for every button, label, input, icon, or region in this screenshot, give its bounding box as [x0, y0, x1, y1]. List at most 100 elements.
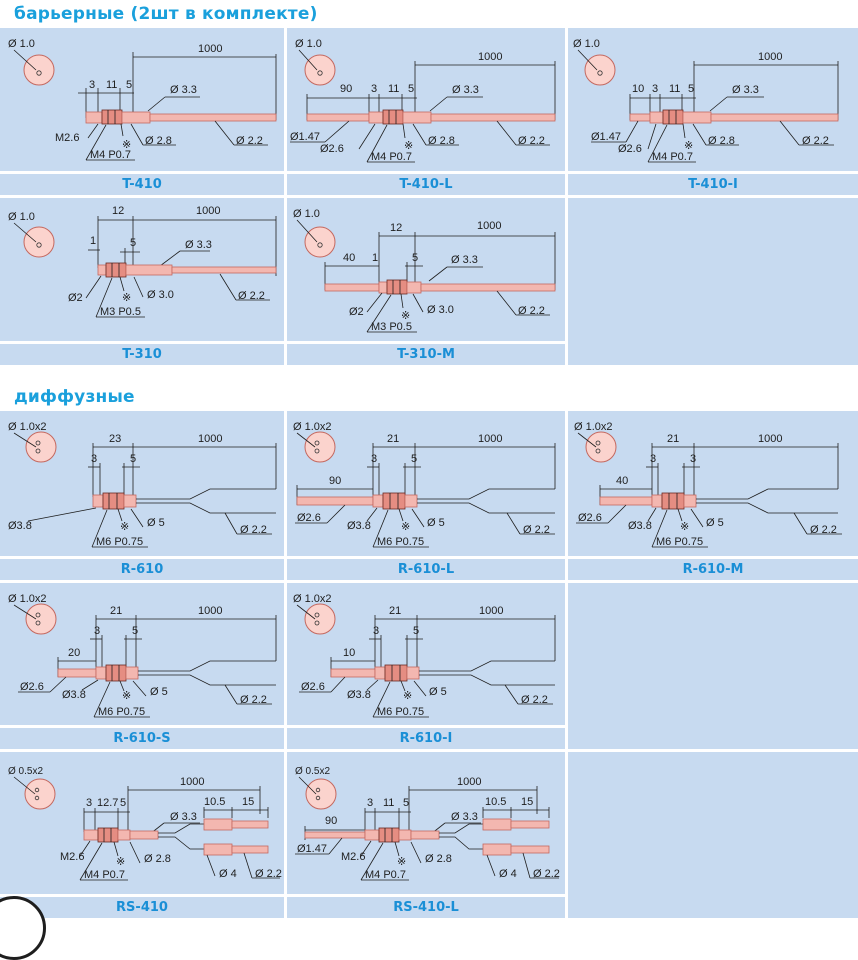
note-mark: ※: [680, 521, 689, 533]
dim-5-outer: Ø 5: [427, 517, 445, 529]
dim-3: 3: [371, 453, 377, 465]
fiber-end-circle: [24, 778, 56, 810]
dim-2: Ø2: [349, 306, 364, 318]
fiber-end-circle: [305, 778, 337, 810]
dim-21: 21: [387, 433, 399, 445]
dim-3b: 3: [690, 453, 696, 465]
dim-5: 5: [120, 797, 126, 809]
dim-5: 5: [132, 625, 138, 637]
dim-3-3: Ø 3.3: [185, 239, 212, 251]
note-mark: ※: [403, 690, 412, 702]
dim-5: 5: [411, 453, 417, 465]
diagram-r-610: Ø 1.0x2 23 1000 3 5 Ø3.8 M6 P0.75 ※ Ø 5 …: [0, 411, 284, 556]
caption-r-610-s: R-610-S: [0, 728, 284, 749]
fiber-end-circle: [584, 54, 616, 86]
dim-3: 3: [94, 625, 100, 637]
diagram-r-610-i: Ø 1.0x2 21 1000 3 5 10 Ø2.6 Ø3.8 M6 P0.7…: [287, 583, 565, 725]
dim-m4: M4 P0.7: [371, 151, 412, 163]
dim-fiber-core: Ø 0.5x2: [8, 766, 43, 777]
dim-1: 1: [90, 235, 96, 247]
dim-20: 20: [68, 647, 80, 659]
dim-2-8: Ø 2.8: [425, 853, 452, 865]
note-mark: ※: [122, 292, 131, 304]
dim-21: 21: [389, 605, 401, 617]
dim-3-8: Ø3.8: [8, 520, 32, 532]
caption-t-310-m: T-310-M: [287, 344, 565, 365]
dim-2-2: Ø 2.2: [802, 135, 829, 147]
dim-5: 5: [126, 79, 132, 91]
diagram-t-310: Ø 1.0 12 1000 1 5 Ø 3.3 Ø2 M3 P0.5 ※ Ø 3…: [0, 198, 284, 341]
dim-11: 11: [106, 79, 117, 91]
caption-r-610: R-610: [0, 559, 284, 580]
dim-3-8: Ø3.8: [347, 520, 371, 532]
dim-40: 40: [616, 475, 628, 487]
dim-1-47: Ø1.47: [591, 131, 621, 143]
dim-length: 1000: [479, 605, 503, 617]
dim-5: 5: [130, 453, 136, 465]
dim-2-2: Ø 2.2: [810, 524, 837, 536]
dim-3-8: Ø3.8: [347, 689, 371, 701]
empty-cell: [568, 198, 858, 365]
caption-t-410: T-410: [0, 174, 284, 195]
diagram-t-310-m: Ø 1.0 12 1000 40 1 5 Ø 3.3 Ø2 M3 P0.5 ※ …: [287, 198, 565, 341]
dim-2-2: Ø 2.2: [521, 694, 548, 706]
dim-2-2: Ø 2.2: [255, 868, 282, 880]
dim-2-2: Ø 2.2: [240, 694, 267, 706]
dim-3-0: Ø 3.0: [427, 304, 454, 316]
dim-m3: M3 P0.5: [371, 321, 412, 333]
dim-3: 3: [371, 83, 377, 95]
dim-5: 5: [413, 625, 419, 637]
dim-23: 23: [109, 433, 121, 445]
dim-21: 21: [110, 605, 122, 617]
dim-5: 5: [130, 237, 136, 249]
dim-m4: M4 P0.7: [652, 151, 693, 163]
dim-2-2: Ø 2.2: [518, 305, 545, 317]
dim-5-outer: Ø 5: [429, 686, 447, 698]
dim-5: 5: [408, 83, 414, 95]
dim-2-8: Ø 2.8: [145, 135, 172, 147]
dim-2-6: Ø2.6: [578, 512, 602, 524]
note-mark: ※: [684, 140, 693, 152]
dim-2-6: Ø2.6: [20, 681, 44, 693]
dim-10-5: 10.5: [485, 796, 506, 808]
fiber-end-circle: [25, 431, 57, 463]
dim-21: 21: [667, 433, 679, 445]
fiber-end-circle: [304, 431, 336, 463]
dim-2-2: Ø 2.2: [518, 135, 545, 147]
dim-length: 1000: [758, 51, 782, 63]
dim-3: 3: [86, 797, 92, 809]
dim-fiber-core: Ø 1.0x2: [574, 421, 613, 433]
caption-t-410-l: T-410-L: [287, 174, 565, 195]
dim-length: 1000: [180, 776, 204, 788]
caption-rs-410-l: RS-410-L: [287, 897, 565, 918]
dim-m6: M6 P0.75: [96, 536, 143, 548]
dim-11: 11: [669, 83, 680, 95]
dim-3-3: Ø 3.3: [732, 84, 759, 96]
dim-length: 1000: [198, 605, 222, 617]
dim-15: 15: [521, 796, 533, 808]
dim-10: 10: [343, 647, 355, 659]
dim-40: 40: [343, 252, 355, 264]
caption-r-610-i: R-610-I: [287, 728, 565, 749]
dim-length: 1000: [198, 433, 222, 445]
note-mark: ※: [397, 856, 406, 868]
dim-3-3: Ø 3.3: [451, 254, 478, 266]
dim-4: Ø 4: [499, 868, 517, 880]
dim-fiber-core: Ø 1.0x2: [293, 421, 332, 433]
dim-3: 3: [373, 625, 379, 637]
dim-90: 90: [340, 83, 352, 95]
dim-length: 1000: [478, 433, 502, 445]
dim-m6: M6 P0.75: [377, 536, 424, 548]
fiber-end-circle: [304, 226, 336, 258]
note-mark: ※: [120, 521, 129, 533]
dim-m2-6: M2.6: [341, 851, 365, 863]
dim-3-3: Ø 3.3: [170, 811, 197, 823]
dim-m2-6: M2.6: [60, 851, 84, 863]
section-title-diffuse: диффузные: [14, 387, 135, 407]
caption-t-410-i: T-410-I: [568, 174, 858, 195]
dim-3-3: Ø 3.3: [170, 84, 197, 96]
dim-3: 3: [652, 83, 658, 95]
fiber-end-circle: [304, 603, 336, 635]
